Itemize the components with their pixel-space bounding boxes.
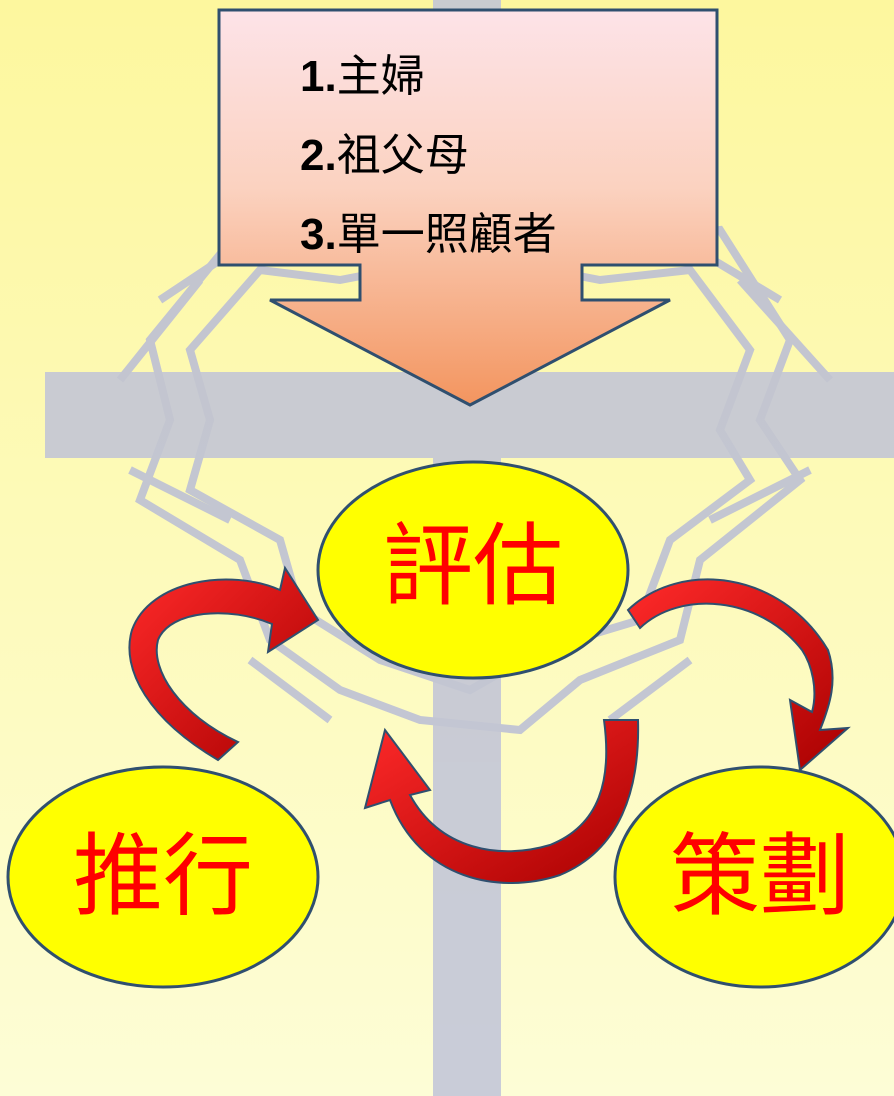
- callout-item-2-text: 祖父母: [336, 130, 469, 181]
- arrow-implement-to-assess: [128, 565, 320, 762]
- callout-item-2-number: 2.: [300, 131, 337, 180]
- arrow-assess-to-plan: [626, 578, 851, 772]
- assess-label: 評估: [383, 514, 563, 619]
- callout-item-3-text: 單一照顧者: [336, 209, 557, 260]
- implement-node: [6, 765, 320, 989]
- callout-item-3-number: 3.: [300, 210, 337, 259]
- callout-item-1-number: 1.: [300, 52, 337, 101]
- arrow-plan-to-implement: [363, 719, 640, 884]
- callout-item-3: 3.單一照顧者: [300, 213, 557, 257]
- callout-box: [217, 8, 719, 407]
- assess-node: [316, 460, 630, 680]
- callout-item-1: 1.主婦: [300, 55, 425, 99]
- plan-label: 策劃: [670, 824, 850, 929]
- callout-item-1-text: 主婦: [336, 51, 425, 102]
- plan-node: [613, 765, 894, 989]
- callout-item-2: 2.祖父母: [300, 134, 469, 178]
- implement-label: 推行: [73, 824, 253, 929]
